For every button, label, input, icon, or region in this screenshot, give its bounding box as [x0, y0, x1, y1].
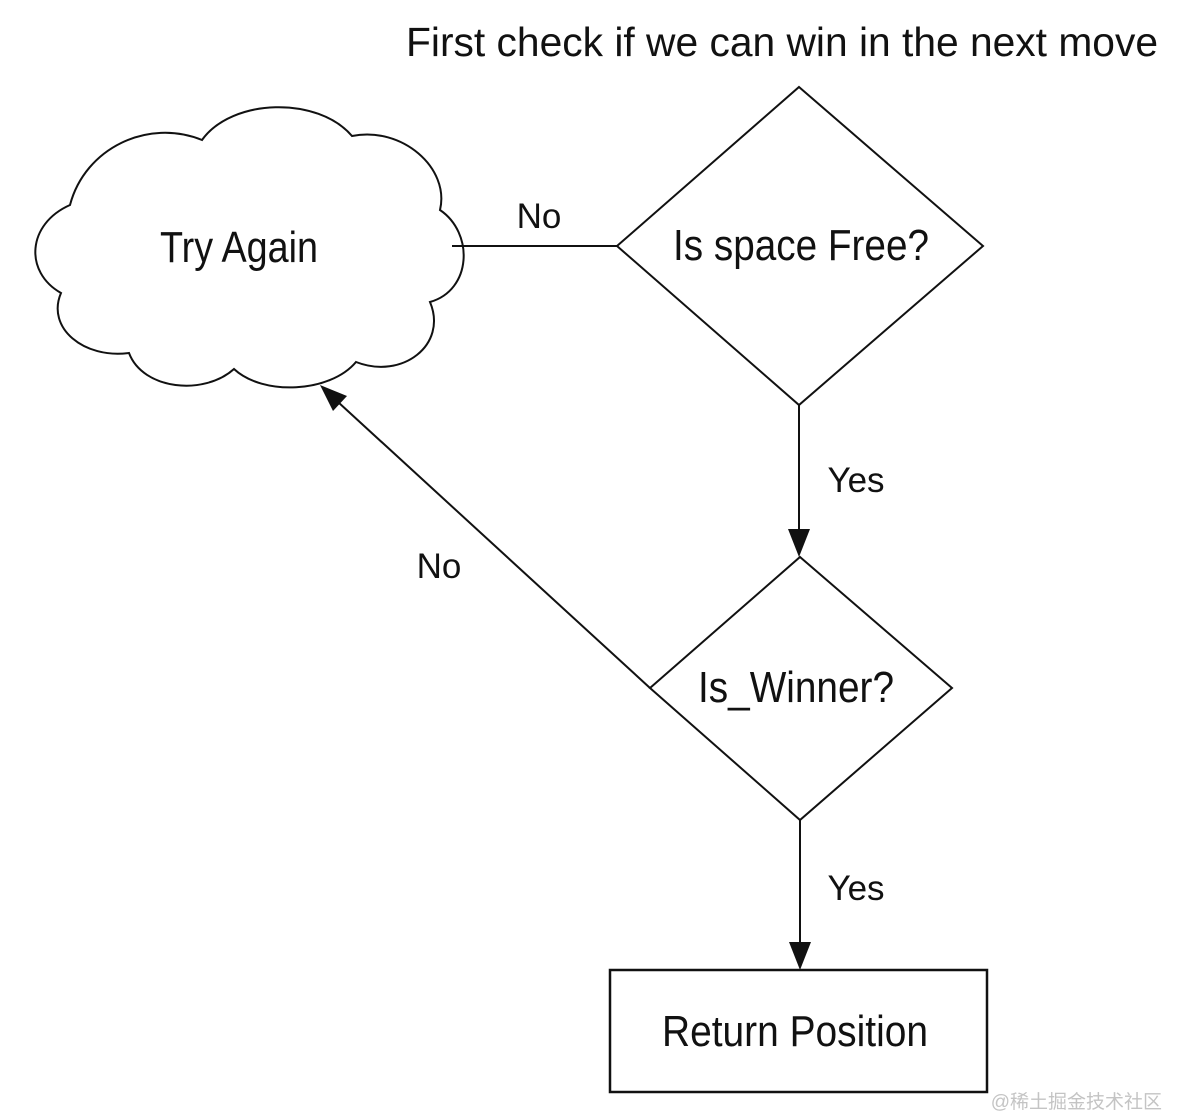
node-label-return-position: Return Position — [662, 1007, 928, 1056]
node-is-space-free: Is space Free? — [615, 85, 985, 407]
watermark: @稀土掘金技术社区 — [991, 1091, 1162, 1113]
edge-is-winner-no: No — [320, 385, 651, 689]
node-is-winner: Is_Winner? — [648, 555, 954, 822]
decision-diamond — [615, 85, 985, 407]
edge-label-yes: Yes — [827, 461, 884, 500]
decision-diamond — [648, 555, 954, 822]
edge-line — [337, 401, 651, 689]
node-try-again: Try Again — [34, 106, 465, 389]
node-label-is-winner: Is_Winner? — [698, 663, 894, 712]
diagram-title: First check if we can win in the next mo… — [406, 19, 1158, 65]
arrowhead — [320, 385, 347, 411]
arrowhead — [789, 942, 811, 970]
edge-is-space-free-yes: Yes — [788, 405, 885, 557]
node-return-position: Return Position — [608, 968, 989, 1094]
edge-label-no: No — [517, 197, 562, 236]
cloud-shape — [34, 106, 465, 389]
edge-label-yes: Yes — [827, 869, 884, 908]
edge-is-space-free-no: No — [452, 197, 617, 247]
node-label-is-space-free: Is space Free? — [673, 221, 929, 270]
process-rect — [608, 968, 989, 1094]
node-label-try-again: Try Again — [160, 223, 318, 272]
arrowhead — [788, 529, 810, 557]
edge-is-winner-yes: Yes — [789, 820, 885, 970]
edge-label-no: No — [417, 547, 462, 586]
